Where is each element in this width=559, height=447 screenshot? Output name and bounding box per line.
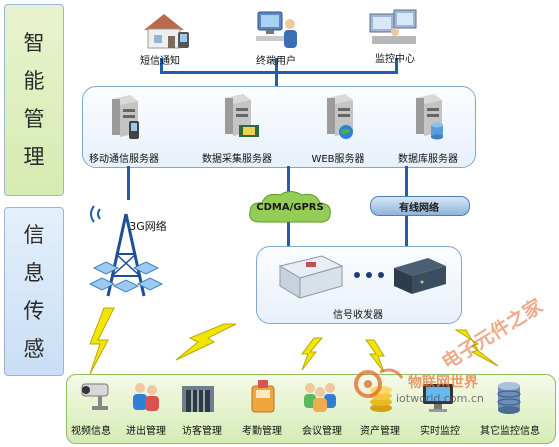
camera-icon <box>81 383 109 410</box>
gate-icon <box>182 386 214 412</box>
user-computer-icon <box>256 11 297 48</box>
lightning-icon <box>89 307 115 375</box>
terminal-drop-line <box>275 58 278 72</box>
lightning-icon <box>301 337 324 371</box>
monitor-screen-icon <box>423 384 453 412</box>
lightning-icon <box>365 339 385 373</box>
lightning-icon <box>454 329 499 367</box>
mobile-server-label: 移动通信服务器 <box>89 154 159 165</box>
transceiver-device-icon <box>278 255 344 299</box>
monitor-drop-line <box>395 58 398 72</box>
cell-tower-icon <box>88 205 164 297</box>
bottom-item-label: 视频信息 <box>71 426 111 437</box>
globe-icon <box>339 125 353 139</box>
smart-management-band: 智 能 管 理 <box>4 4 64 196</box>
url-watermark: iotworld.com.cn <box>396 392 484 405</box>
sms-drop-line <box>160 58 163 72</box>
database-icon <box>431 122 443 140</box>
center-feed-line <box>275 72 278 86</box>
bottom-item-label: 访客管理 <box>182 426 222 437</box>
collect-server-label: 数据采集服务器 <box>202 154 272 165</box>
tower-line <box>127 166 130 200</box>
info-sensing-band: 信 息 传 感 <box>4 207 64 376</box>
terminal-label: 终端用户 <box>256 56 296 67</box>
db-server-label: 数据库服务器 <box>398 154 458 165</box>
sms-label: 短信通知 <box>140 56 180 67</box>
transceiver-label: 信号收发器 <box>333 310 383 321</box>
bottom-item-label: 会议管理 <box>302 426 342 437</box>
more-devices-dots <box>354 272 384 278</box>
web-server-label: WEB服务器 <box>311 154 365 165</box>
band-char: 信 <box>23 222 45 247</box>
server-panel <box>82 86 476 168</box>
band-char: 管 <box>23 107 45 131</box>
band-char: 传 <box>23 298 45 323</box>
monitor-center-icon <box>369 9 417 44</box>
monitor-label: 监控中心 <box>375 54 415 65</box>
house-icon <box>144 14 189 49</box>
bottom-item-label: 进出管理 <box>126 426 166 437</box>
band-char: 感 <box>23 336 45 361</box>
bottom-item-label: 实时监控 <box>420 426 460 437</box>
database-stack-icon <box>497 382 521 414</box>
router-device-icon <box>394 258 446 294</box>
bottom-item-label: 资产管理 <box>360 426 400 437</box>
band-char: 息 <box>23 260 45 285</box>
band-char: 能 <box>23 69 45 93</box>
attendance-machine-icon <box>251 380 275 413</box>
lightning-icon <box>175 323 237 361</box>
bottom-item-label: 考勤管理 <box>242 426 282 437</box>
meeting-icon <box>304 383 336 412</box>
bottom-item-label: 其它监控信息 <box>480 426 540 437</box>
cdma-label: CDMA/GPRS <box>256 201 324 213</box>
chip-icon <box>239 125 259 137</box>
iot-logo-icon <box>354 368 404 398</box>
wired-label: 有线网络 <box>399 202 439 214</box>
band-char: 理 <box>23 145 45 169</box>
cloud-icon <box>249 191 331 223</box>
brand-watermark: 物联网世界 <box>408 375 478 391</box>
band-char: 智 <box>23 31 45 55</box>
phone-icon <box>129 121 139 139</box>
top-bus-line <box>160 71 398 74</box>
tower-label: 3G网络 <box>129 220 167 233</box>
wired-network-pipe <box>370 196 470 216</box>
people-icon <box>133 383 159 411</box>
